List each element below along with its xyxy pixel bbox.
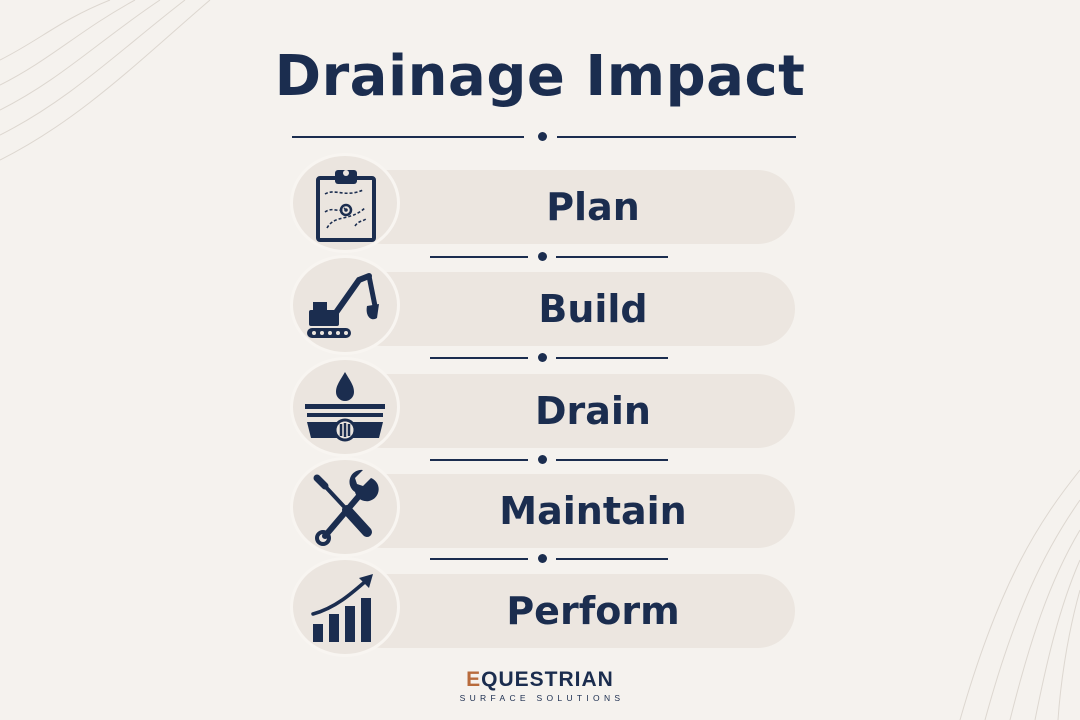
logo-brand: EQUESTRIAN: [0, 668, 1080, 692]
step-build: Build: [293, 258, 797, 352]
step-drain: Drain: [293, 360, 797, 454]
step-plan: Plan: [293, 156, 797, 250]
step-label: Perform: [506, 589, 680, 633]
step-pill: [345, 474, 795, 548]
step-pill: [345, 272, 795, 346]
water-drain-icon: [305, 372, 385, 442]
equestrian-logo: EQUESTRIAN SURFACE SOLUTIONS: [0, 668, 1080, 704]
logo-brand-rest: QUESTRIAN: [481, 668, 614, 691]
step-pill: [345, 170, 795, 244]
step-divider: [430, 554, 668, 564]
step-divider: [430, 455, 668, 465]
step-label: Plan: [546, 185, 640, 229]
logo-accent-letter: E: [466, 668, 482, 691]
page-title: Drainage Impact: [274, 44, 806, 109]
step-perform: Perform: [293, 560, 797, 654]
step-label: Drain: [534, 389, 651, 433]
excavator-icon: [307, 273, 379, 338]
step-pill: [345, 374, 795, 448]
title-divider: [292, 132, 796, 142]
step-divider: [430, 353, 668, 363]
step-label: Maintain: [499, 489, 687, 533]
clipboard-map-icon: [316, 170, 376, 242]
step-divider: [430, 252, 668, 262]
step-label: Build: [538, 287, 648, 331]
logo-subtitle: SURFACE SOLUTIONS: [459, 693, 625, 703]
step-maintain: Maintain: [293, 460, 797, 554]
wrench-screwdriver-icon: [313, 469, 379, 546]
step-pill: [345, 574, 795, 648]
growth-chart-icon: [311, 574, 373, 642]
